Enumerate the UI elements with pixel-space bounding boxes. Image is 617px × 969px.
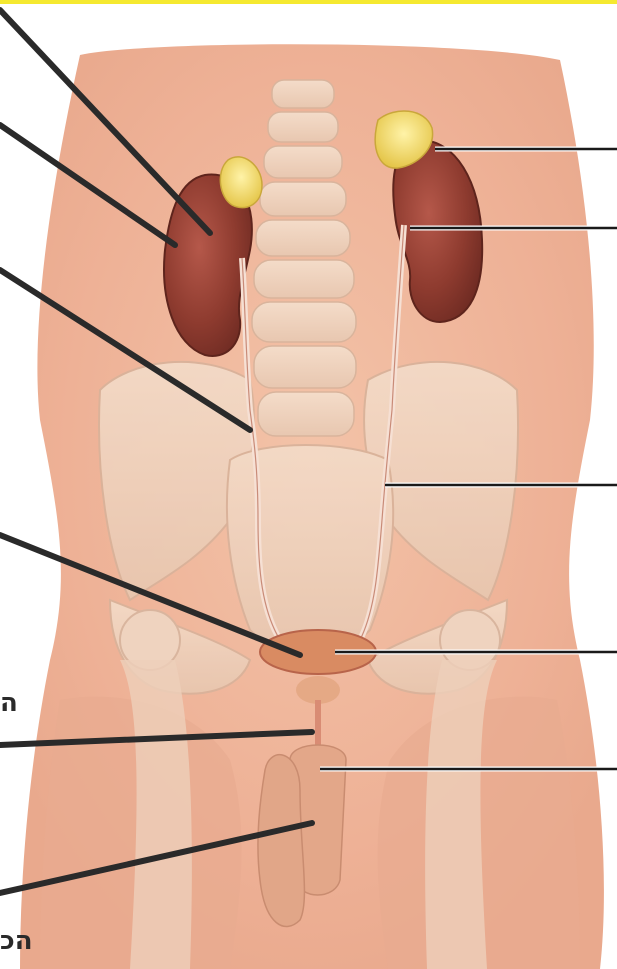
top-accent-bar: [0, 0, 617, 4]
prostate: [296, 676, 340, 704]
label-fragment-left-upper: ה: [0, 688, 18, 718]
label-fragment-left-lower: הכ: [0, 926, 33, 956]
scrotum: [258, 755, 305, 927]
